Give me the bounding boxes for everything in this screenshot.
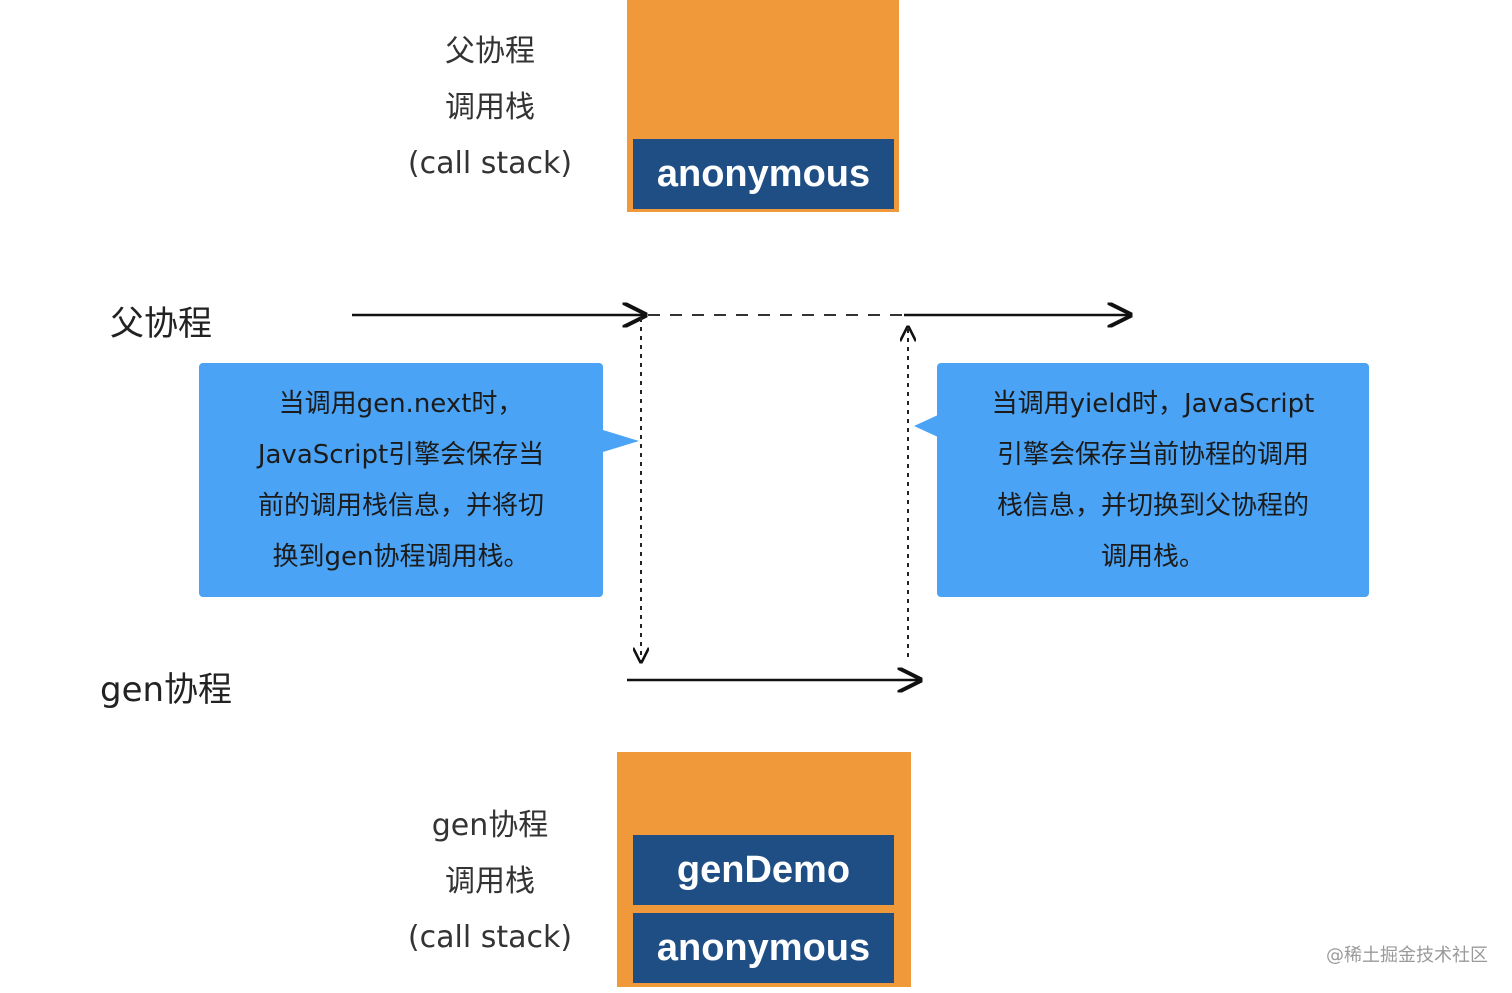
parent-stack-label: 父协程 调用栈 (call stack)	[390, 24, 590, 192]
bubble-yield-tail	[914, 415, 938, 437]
bubble-gen-next-line-3: 前的调用栈信息，并将切	[257, 491, 544, 521]
parent-stack-label-line-1: 父协程	[445, 34, 535, 69]
lane-label-gen: gen协程	[100, 670, 233, 710]
bubble-yield-line-3: 栈信息，并切换到父协程的	[996, 491, 1309, 521]
watermark: @稀土掘金技术社区	[1326, 945, 1488, 966]
bubble-yield: 当调用yield时，JavaScript 引擎会保存当前协程的调用 栈信息，并切…	[937, 363, 1369, 597]
parent-stack-frame-anonymous: anonymous	[633, 139, 894, 209]
gen-stack-label: gen协程 调用栈 (call stack)	[390, 798, 590, 966]
bubble-yield-line-4: 调用栈。	[1100, 542, 1205, 572]
bubble-yield-line-2: 引擎会保存当前协程的调用	[996, 440, 1309, 470]
bubble-gen-next-line-4: 换到gen协程调用栈。	[272, 542, 530, 572]
gen-stack-label-line-1: gen协程	[431, 808, 549, 843]
gen-stack-frame-gendemo: genDemo	[633, 835, 894, 905]
bubble-gen-next-tail	[603, 430, 639, 452]
bubble-gen-next-line-1: 当调用gen.next时，	[278, 389, 524, 419]
lane-label-parent: 父协程	[110, 304, 212, 344]
gen-stack-frame-anonymous: anonymous	[633, 913, 894, 983]
bubble-gen-next: 当调用gen.next时， JavaScript引擎会保存当 前的调用栈信息，并…	[199, 363, 603, 597]
parent-stack-label-line-3: (call stack)	[407, 146, 573, 181]
bubble-yield-line-1: 当调用yield时，JavaScript	[991, 389, 1315, 419]
bubble-gen-next-line-2: JavaScript引擎会保存当	[257, 440, 545, 470]
gen-stack-label-line-2: 调用栈	[445, 864, 535, 899]
gen-stack-label-line-3: (call stack)	[407, 920, 573, 955]
parent-stack-label-line-2: 调用栈	[445, 90, 535, 125]
